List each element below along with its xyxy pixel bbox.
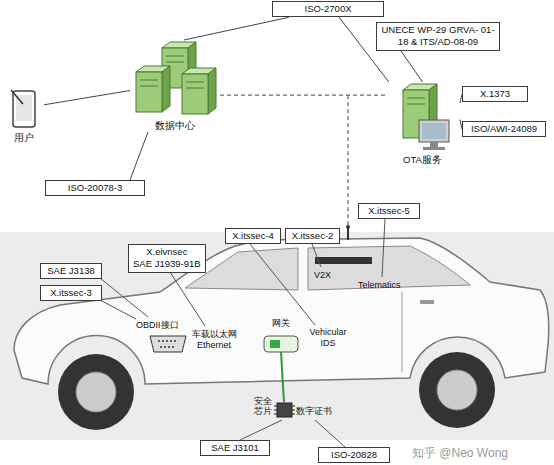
standard-box: UNECE WP-29 GRVA- 01-18 & ITS/AD-08-09 (376, 22, 500, 51)
tablet-icon (9, 88, 39, 132)
monitor (419, 120, 449, 142)
monitor-screen (422, 123, 446, 139)
leader-lines (100, 219, 385, 447)
standard-box: X.1373 (462, 86, 528, 102)
security-chip (277, 403, 292, 417)
standard-box: X.itssec-2 (285, 228, 340, 244)
standard-name: SAE J3138 (45, 265, 97, 277)
part-label: Vehicular IDS (305, 327, 351, 349)
part-label: 车载以太网 Ethernet (188, 329, 240, 351)
part-label: 数字证书 (296, 406, 332, 417)
icon-caption: OTA服务 (385, 154, 460, 166)
door-line (402, 292, 403, 372)
rear-wheel (419, 352, 495, 428)
standard-box: SAE J3101 (200, 440, 270, 456)
standard-name: X.itssec-2 (290, 230, 335, 242)
telematics-unit (315, 257, 372, 264)
gateway-chip (270, 340, 280, 348)
icon-holder (130, 40, 220, 120)
link-line (184, 17, 289, 40)
obd-pins (158, 341, 178, 347)
standard-name: ISO-2700X (277, 3, 379, 15)
server-slots (166, 56, 184, 62)
stylus (11, 90, 23, 104)
front-wheel (58, 354, 134, 430)
standard-box: ISO-20828 (318, 447, 390, 463)
leader-line (100, 278, 148, 317)
part-label: 网关 (272, 318, 290, 329)
link-line (130, 132, 148, 180)
standard-name: UNECE WP-29 GRVA- 01-18 & ITS/AD-08-09 (381, 24, 495, 49)
leader-line (312, 244, 321, 267)
server-slots (186, 82, 204, 88)
standard-name: SAE J1939-91B (133, 258, 201, 270)
wireless-link (348, 95, 349, 225)
dashed-link (220, 95, 385, 96)
part-label: V2X (314, 270, 331, 281)
standard-box: SAE J3138 (40, 263, 102, 279)
standard-name: X.itssec-5 (363, 205, 415, 217)
front-hub (76, 372, 116, 412)
standard-box: X.itssec-3 (40, 285, 102, 301)
icon-node: 用户 (4, 88, 44, 144)
standard-box: X.itssec-5 (358, 203, 420, 219)
server-front (136, 72, 162, 112)
server-slots (140, 80, 158, 86)
server-side (208, 68, 216, 114)
antenna (347, 228, 349, 240)
icon-node: OTA服务 (385, 82, 460, 166)
chip-pins (274, 406, 295, 414)
standard-name: SAE J3101 (205, 442, 265, 454)
standard-box: X.eivnsecSAE J1939-91B (128, 244, 206, 273)
watermark: 知乎 @Neo Wong (412, 446, 508, 460)
server-slots (407, 98, 425, 104)
standard-name: ISO-20828 (323, 449, 385, 461)
standard-box: X.itssec-4 (225, 228, 281, 244)
part-label: 安全芯片 (254, 396, 274, 417)
link-line (401, 51, 423, 82)
server-cluster-icon (130, 40, 220, 120)
gateway-box (264, 336, 298, 352)
link-line (44, 91, 130, 105)
standard-name: ISO/AWI-24089 (467, 123, 541, 135)
leader-line (315, 420, 345, 447)
standard-name: X.itssec-4 (230, 230, 276, 242)
icon-holder (4, 88, 44, 132)
leader-line (100, 300, 136, 319)
standard-name: X.eivnsec (133, 246, 201, 258)
ground-band (0, 232, 554, 440)
standard-name: ISO-20078-3 (50, 182, 140, 194)
chip-wire (281, 352, 284, 402)
leader-line (382, 219, 385, 277)
rear-hub (437, 370, 477, 410)
part-label: Telematics (358, 280, 401, 291)
icon-caption: 数据中心 (130, 120, 220, 132)
leader-line (170, 272, 205, 326)
icon-holder (385, 82, 460, 154)
standard-box: ISO/AWI-24089 (462, 121, 546, 137)
standard-box: ISO-20078-3 (45, 180, 145, 196)
icon-node: 数据中心 (130, 40, 220, 132)
standard-box: ISO-2700X (272, 1, 384, 17)
ota-server-icon (385, 82, 460, 154)
monitor-base (423, 147, 445, 150)
door-handle (420, 300, 434, 304)
server-side (162, 66, 170, 112)
obd-connector (150, 336, 186, 352)
standard-name: X.1373 (467, 88, 523, 100)
leader-line (250, 244, 315, 325)
icon-caption: 用户 (4, 132, 44, 144)
monitor-stand (430, 142, 438, 147)
part-label: OBDII接口 (136, 320, 179, 331)
antenna-tip (346, 225, 350, 229)
server-front (182, 74, 208, 114)
standard-name: X.itssec-3 (45, 287, 97, 299)
leader-line (240, 420, 282, 440)
rear-window (308, 246, 470, 290)
